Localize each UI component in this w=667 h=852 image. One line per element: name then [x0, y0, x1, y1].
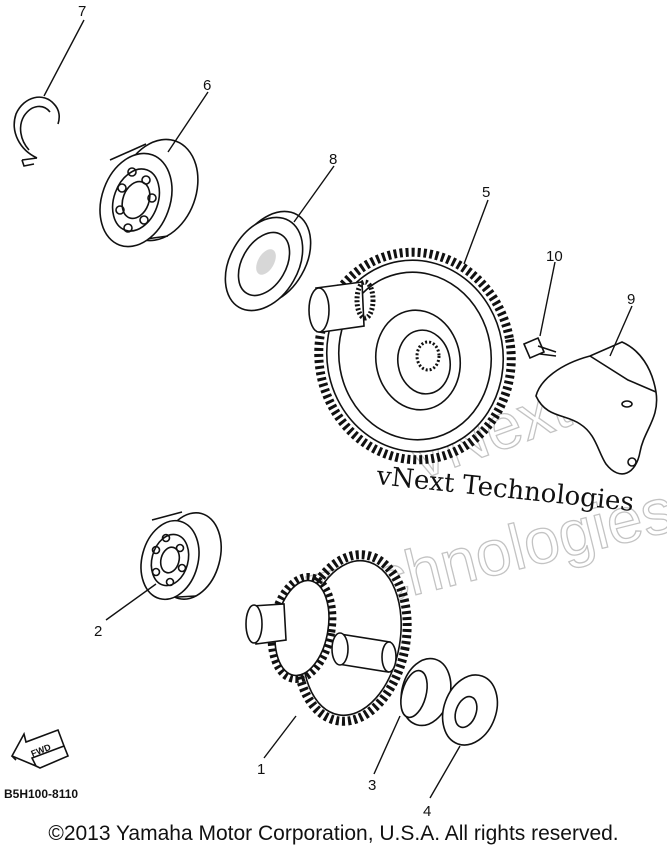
callouts: 7 6 8 5 10 9 2 1 3 4	[78, 3, 635, 820]
part-1-gear-shaft	[245, 550, 412, 726]
callout-4: 4	[423, 803, 431, 820]
copyright-notice: ©2013 Yamaha Motor Corporation, U.S.A. A…	[48, 822, 619, 845]
watermark-serif: vNext Technologies	[374, 461, 635, 518]
leader-lines	[43, 19, 633, 799]
part-7-circlip	[13, 96, 60, 167]
part-6-bearing	[99, 138, 199, 248]
callout-6: 6	[203, 77, 211, 94]
callout-3: 3	[368, 777, 376, 794]
callout-9: 9	[627, 291, 635, 308]
callout-8: 8	[329, 151, 337, 168]
part-4-washer	[441, 674, 499, 746]
diagram-code: B5H100-8110	[4, 787, 78, 801]
part-9-plate	[535, 341, 658, 475]
callout-2: 2	[94, 623, 102, 640]
callout-10: 10	[546, 248, 563, 265]
part-8-oil-seal	[224, 210, 312, 312]
callout-7: 7	[78, 3, 86, 20]
callout-1: 1	[257, 761, 265, 778]
fwd-arrow: FWD	[10, 728, 70, 769]
part-2-bearing	[140, 511, 222, 601]
part-10-bolt	[522, 336, 557, 360]
callout-5: 5	[482, 184, 490, 201]
part-5-large-gear	[308, 247, 516, 465]
